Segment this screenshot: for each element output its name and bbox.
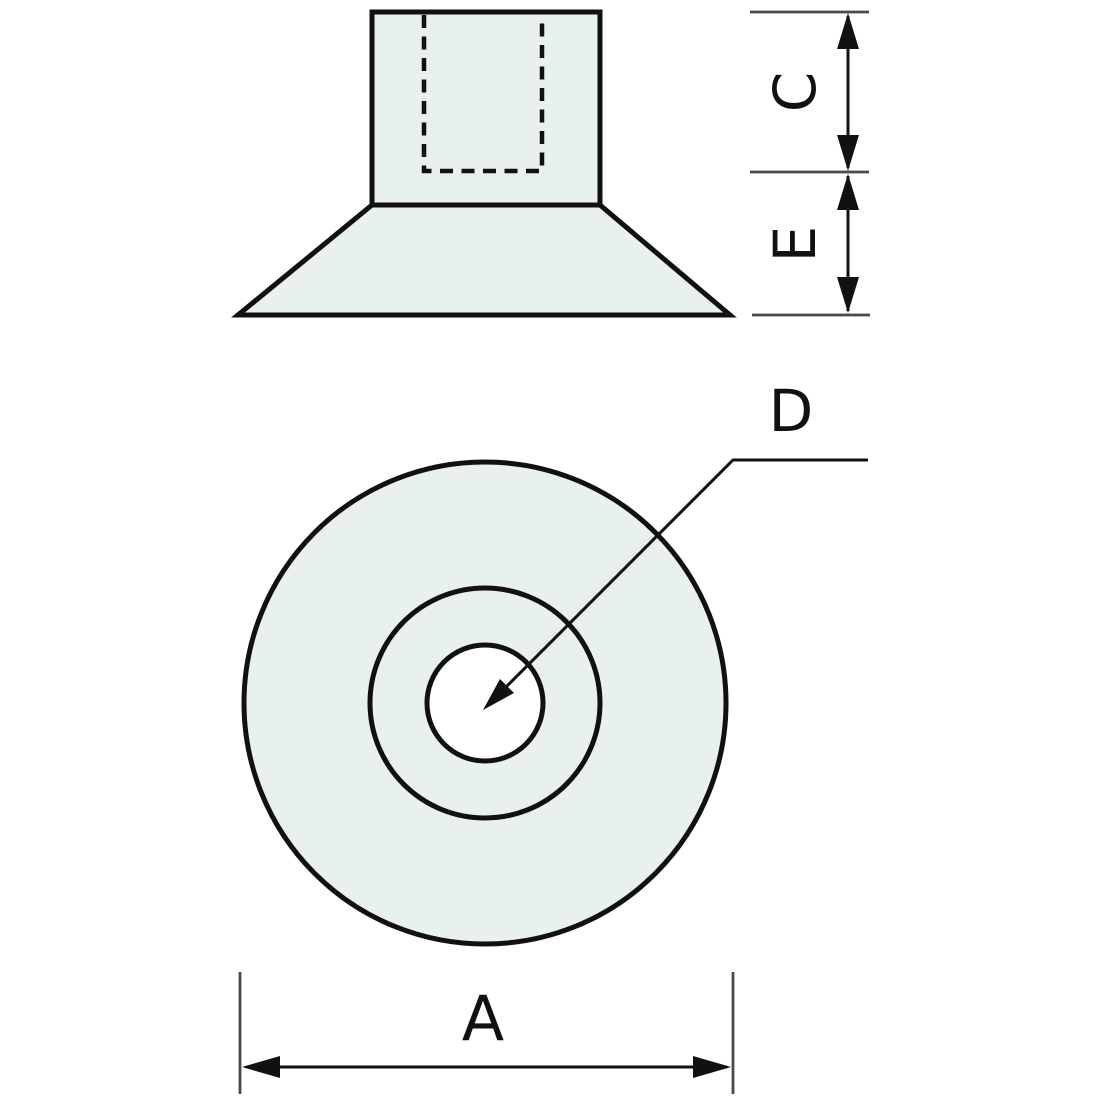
dimension-a: A [238,972,735,1094]
dimension-e: E [752,174,870,317]
arrowhead-c-down [837,135,859,171]
thread-hole-hidden-outline [421,15,545,174]
side-view [231,9,737,318]
arrowhead-e-up [837,174,859,210]
dimension-d: D [483,377,868,710]
side-view-cup-profile [231,202,737,318]
dimension-label-d: D [769,377,814,445]
side-view-stem [369,9,603,208]
bottom-view-inner-ring [367,585,603,821]
arrowhead-d [483,679,514,710]
dimension-label-a: A [462,982,504,1055]
dimension-label-e: E [761,226,829,263]
arrowhead-e-down [837,277,859,313]
dimension-label-c: C [761,72,829,113]
bottom-view-center-hole [424,642,546,764]
arrowhead-a-right [693,1056,731,1078]
dimension-c: C [750,10,869,174]
arrowhead-c-up [837,13,859,49]
leader-line-d [497,458,868,696]
arrowhead-a-left [242,1056,280,1078]
bottom-view [241,459,729,947]
